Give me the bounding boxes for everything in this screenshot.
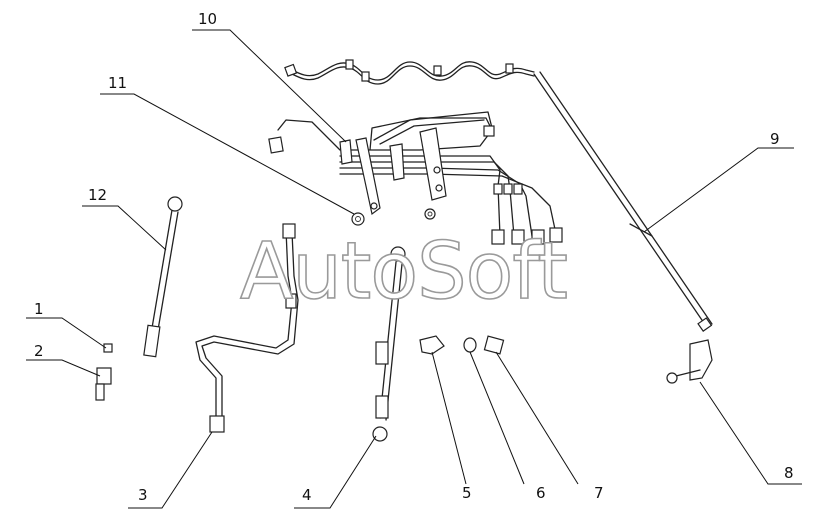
part-8-banjo-fitting <box>666 339 713 384</box>
callout-11: 11 <box>108 74 127 92</box>
callout-12: 12 <box>88 186 107 204</box>
callout-10: 10 <box>198 10 217 28</box>
part-11-washer <box>351 208 436 226</box>
callout-4: 4 <box>302 486 312 504</box>
callout-1: 1 <box>34 300 44 318</box>
part-9-return-pipe <box>533 71 713 332</box>
part-10-leak-off-line <box>284 59 535 85</box>
part-4-flex-hose <box>372 246 406 442</box>
callout-9: 9 <box>770 130 780 148</box>
part-12-hose <box>143 196 183 358</box>
part-3-bent-pipe <box>195 223 299 433</box>
callout-2: 2 <box>34 342 44 360</box>
part-1-2-fitting <box>95 343 113 401</box>
watermark-text: AutoSoft <box>240 227 567 317</box>
callout-7: 7 <box>594 484 604 502</box>
callout-3: 3 <box>138 486 148 504</box>
parts-5-6-7-fittings <box>419 335 505 355</box>
callout-5: 5 <box>462 484 472 502</box>
callout-6: 6 <box>536 484 546 502</box>
callout-8: 8 <box>784 464 794 482</box>
leader-lines <box>26 29 802 509</box>
injector-pipe-bundle <box>268 111 563 245</box>
